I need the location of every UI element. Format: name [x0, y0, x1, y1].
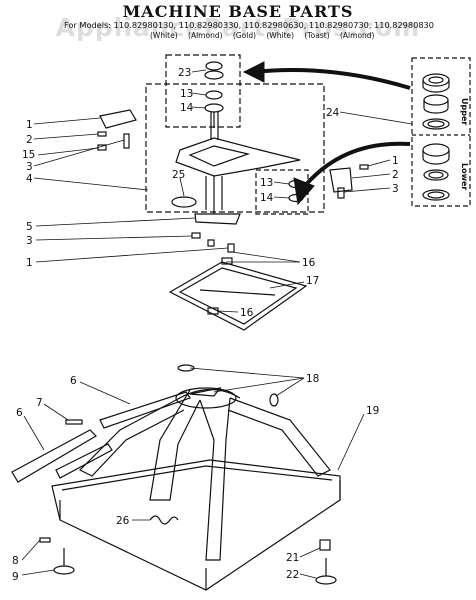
callout-22: 22: [286, 569, 299, 581]
callout-1c: 1: [26, 257, 33, 269]
callout-19: 19: [366, 405, 379, 417]
callout-25: 25: [172, 169, 185, 181]
lower-label: Lower: [460, 163, 469, 190]
base-frame-19: [51, 387, 341, 591]
snubber-18b: [269, 393, 279, 407]
clip-7: [65, 419, 83, 425]
callout-13: 13: [180, 88, 193, 100]
arrow-upper-bearings: [253, 68, 411, 90]
callout-6: 6: [70, 375, 77, 387]
callout-14b: 14: [260, 192, 274, 204]
arrow-lower-bearings-head: [293, 177, 315, 206]
callout-1: 1: [26, 119, 33, 131]
callout-1b: 1: [392, 155, 399, 167]
rail-6-upper: [99, 391, 191, 429]
arrow-upper-bearings-head: [242, 61, 265, 83]
left-bracket-parts: [97, 109, 137, 151]
callout-8: 8: [12, 555, 19, 567]
upper-bearing-set: [422, 73, 450, 130]
callout-23: 23: [178, 67, 191, 79]
callout-14: 14: [180, 102, 194, 114]
leveling-feet-8-9: [39, 537, 75, 575]
belt-25: [171, 196, 197, 208]
support-plate-17: [168, 257, 308, 331]
callout-15: 15: [22, 149, 35, 161]
watermark: AppliancePartsPros.com: [55, 13, 421, 42]
lower-bearing-set: [422, 143, 450, 201]
callout-18: 18: [306, 373, 319, 385]
arrow-lower-bearings: [298, 141, 411, 194]
colors-line: (White) (Almond) (Gold) (White) (Toast) …: [150, 31, 375, 40]
callout-16b: 16: [240, 307, 254, 319]
callout-9: 9: [12, 571, 19, 583]
leveling-feet-21-22: [315, 539, 337, 585]
models-line: For Models: 110.82980130, 110.82980330, …: [64, 20, 434, 30]
leader-lines: [21, 69, 413, 579]
callout-2b: 2: [392, 169, 399, 181]
upper-label: Upper: [460, 98, 469, 125]
callout-13b: 13: [260, 177, 273, 189]
callout-5: 5: [26, 221, 33, 233]
bearing-stack-23-13-14: [204, 61, 224, 128]
lower-hardware: [191, 213, 241, 253]
callout-26: 26: [116, 515, 130, 527]
bearing-set-box: [411, 57, 471, 207]
callout-3b: 3: [392, 183, 399, 195]
callout-3c: 3: [26, 235, 33, 247]
transmission-assembly: [175, 112, 301, 214]
callout-6b: 6: [16, 407, 23, 419]
callout-4: 4: [26, 173, 33, 185]
callout-17: 17: [306, 275, 319, 287]
bearing-detail-box: [165, 54, 241, 128]
right-bracket-parts: [329, 164, 369, 199]
callout-21: 21: [286, 552, 299, 564]
callout-2: 2: [26, 134, 33, 146]
rail-6-lower: [11, 429, 97, 483]
callout-3: 3: [26, 161, 33, 173]
callout-7: 7: [36, 397, 43, 409]
callout-24: 24: [326, 107, 340, 119]
callout-16: 16: [302, 257, 316, 269]
wire-26: [149, 515, 179, 525]
diagram-title: MACHINE BASE PARTS: [122, 2, 354, 21]
